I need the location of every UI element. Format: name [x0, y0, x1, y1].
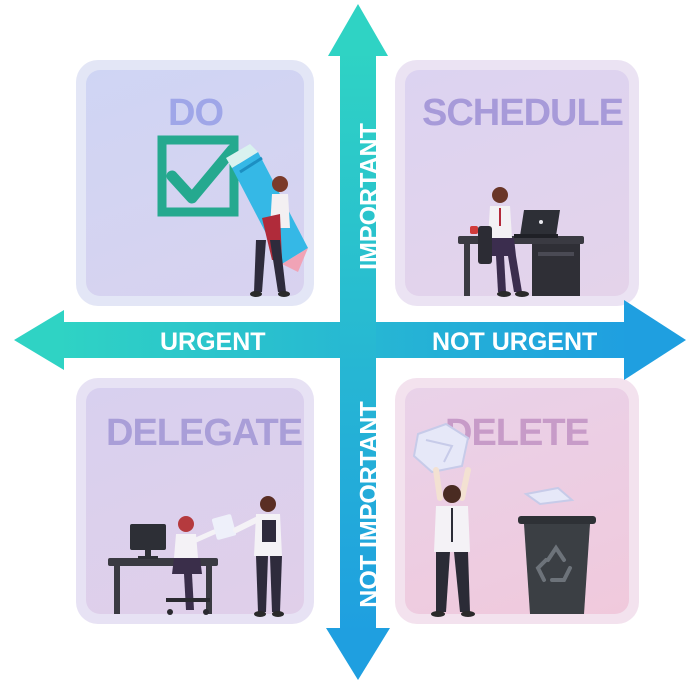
pencil-icon [226, 144, 308, 272]
axis-label-not-important: NOT IMPORTANT [355, 401, 384, 608]
person-do [250, 176, 290, 297]
quadrant-schedule [395, 60, 639, 306]
person-delete [431, 467, 475, 617]
vertical-axis-arrow [326, 4, 390, 680]
axis-label-not-urgent: NOT URGENT [432, 328, 598, 356]
quadrant-title-delegate: DELEGATE [106, 412, 303, 454]
axis-label-important: IMPORTANT [355, 123, 384, 270]
trash-can-icon [518, 486, 596, 614]
monitor-icon [130, 524, 166, 559]
checkbox-icon [157, 135, 239, 217]
person-schedule [470, 187, 529, 297]
person-standing-delegate [233, 496, 284, 617]
quadrant-title-delete: DELETE [445, 412, 590, 454]
paper-pile-icon [412, 422, 470, 474]
person-seated [166, 516, 217, 615]
recycle-icon [535, 544, 572, 582]
quadrant-title-schedule: SCHEDULE [422, 92, 624, 134]
laptop-icon [514, 210, 560, 238]
quadrant-title-do: DO [168, 92, 224, 134]
paper-icon [211, 514, 237, 540]
desk-delegate [108, 558, 218, 614]
axis-label-urgent: URGENT [160, 328, 266, 356]
